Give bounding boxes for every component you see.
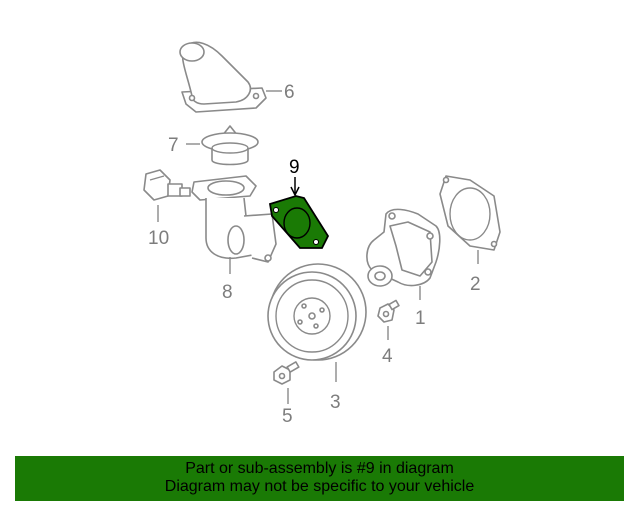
callout-9: 9: [289, 157, 300, 178]
callout-8: 8: [222, 282, 233, 303]
pulley-part: [267, 263, 367, 361]
water-pump-part: [366, 208, 441, 287]
callout-2: 2: [470, 274, 481, 295]
callout-3: 3: [330, 392, 341, 413]
callout-6: 6: [284, 82, 295, 103]
banner-line-2: Diagram may not be specific to your vehi…: [164, 478, 475, 495]
bolt-5-part: [273, 361, 300, 385]
bolt-4-part: [377, 299, 400, 323]
water-inlet-part: [191, 175, 277, 263]
callout-7: 7: [168, 135, 179, 156]
callout-4: 4: [382, 346, 393, 367]
gasket-part-highlighted: [268, 195, 330, 249]
leader-9-arrow: [290, 186, 300, 197]
callout-5: 5: [282, 406, 293, 427]
water-outlet-part: [179, 41, 267, 113]
pump-gasket-part: [439, 175, 501, 251]
banner-line-1: Part or sub-assembly is #9 in diagram: [185, 460, 454, 477]
callout-10: 10: [148, 228, 169, 249]
fitment-notice-banner: Part or sub-assembly is #9 in diagram Di…: [15, 456, 624, 501]
thermostat-part: [201, 125, 259, 166]
callout-1: 1: [415, 308, 426, 329]
parts-diagram: 6 7 10 8 9: [143, 41, 501, 427]
temp-sensor-part: [143, 169, 191, 201]
